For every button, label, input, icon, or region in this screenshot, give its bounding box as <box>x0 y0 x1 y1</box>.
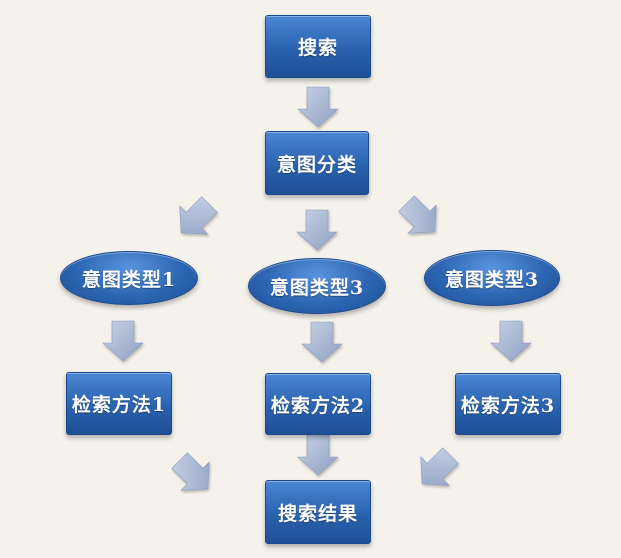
arrow-type3-right-to-method3 <box>490 320 532 362</box>
search-result-label: 搜索结果 <box>277 502 358 525</box>
arrow-classify-to-type3-center <box>296 209 338 251</box>
search-box: 搜索 <box>265 15 371 78</box>
arrow-type3-center-to-method2 <box>301 321 343 363</box>
intent-type-3-right-label: 意图类型3 <box>444 268 540 291</box>
intent-type-3-right-ellipse: 意图类型3 <box>424 250 560 306</box>
arrow-classify-to-type3-right <box>391 188 450 247</box>
arrow-method3-to-result <box>407 440 466 499</box>
arrow-type1-to-method1 <box>102 320 144 362</box>
arrow-method2-to-result <box>297 434 339 476</box>
intent-classification-box: 意图分类 <box>265 131 369 195</box>
search-method-1-box: 检索方法1 <box>66 372 172 435</box>
intent-type-3-center-ellipse: 意图类型3 <box>248 258 386 314</box>
search-method-2-box: 检索方法2 <box>265 373 371 435</box>
search-method-3-box: 检索方法3 <box>455 373 561 435</box>
intent-type-3-center-label: 意图类型3 <box>269 276 365 299</box>
arrow-search-to-classify <box>297 86 339 128</box>
intent-type-1-ellipse: 意图类型1 <box>60 251 198 305</box>
intent-classification-label: 意图分类 <box>276 153 357 176</box>
search-method-2-label: 检索方法2 <box>270 394 366 417</box>
arrow-classify-to-type1 <box>166 189 225 248</box>
search-method-3-label: 检索方法3 <box>460 394 556 417</box>
search-label: 搜索 <box>297 37 338 59</box>
search-result-box: 搜索结果 <box>265 480 371 544</box>
intent-type-1-label: 意图类型1 <box>81 268 177 291</box>
arrow-method1-to-result <box>164 445 223 504</box>
search-method-1-label: 检索方法1 <box>71 394 167 416</box>
